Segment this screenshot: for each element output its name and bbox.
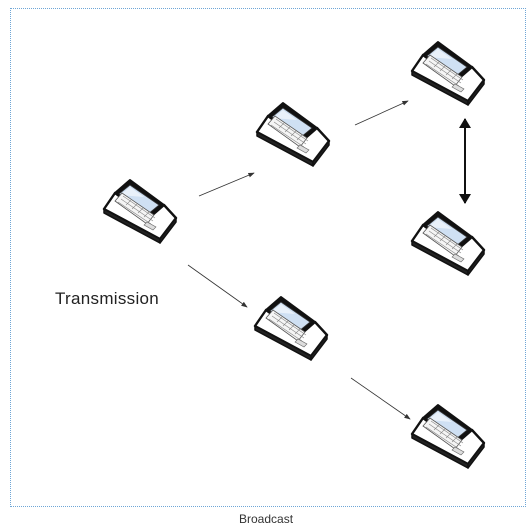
arrow-upper-middle-to-top-right [354, 100, 409, 126]
arrow-lower-middle-to-bottom-right [350, 377, 411, 420]
laptop-icon [255, 101, 331, 168]
laptop-icon [410, 40, 486, 107]
laptop-icon [253, 295, 329, 362]
broadcast-caption: Broadcast [239, 512, 294, 526]
transmission-label: Transmission [55, 289, 160, 308]
laptop-icon [102, 178, 178, 245]
arrow-source-to-lower-middle [187, 264, 248, 308]
laptop-icon [410, 403, 486, 470]
laptop-icon [410, 210, 486, 277]
arrow-source-to-upper-middle [198, 172, 255, 197]
diagram-frame [10, 8, 526, 507]
